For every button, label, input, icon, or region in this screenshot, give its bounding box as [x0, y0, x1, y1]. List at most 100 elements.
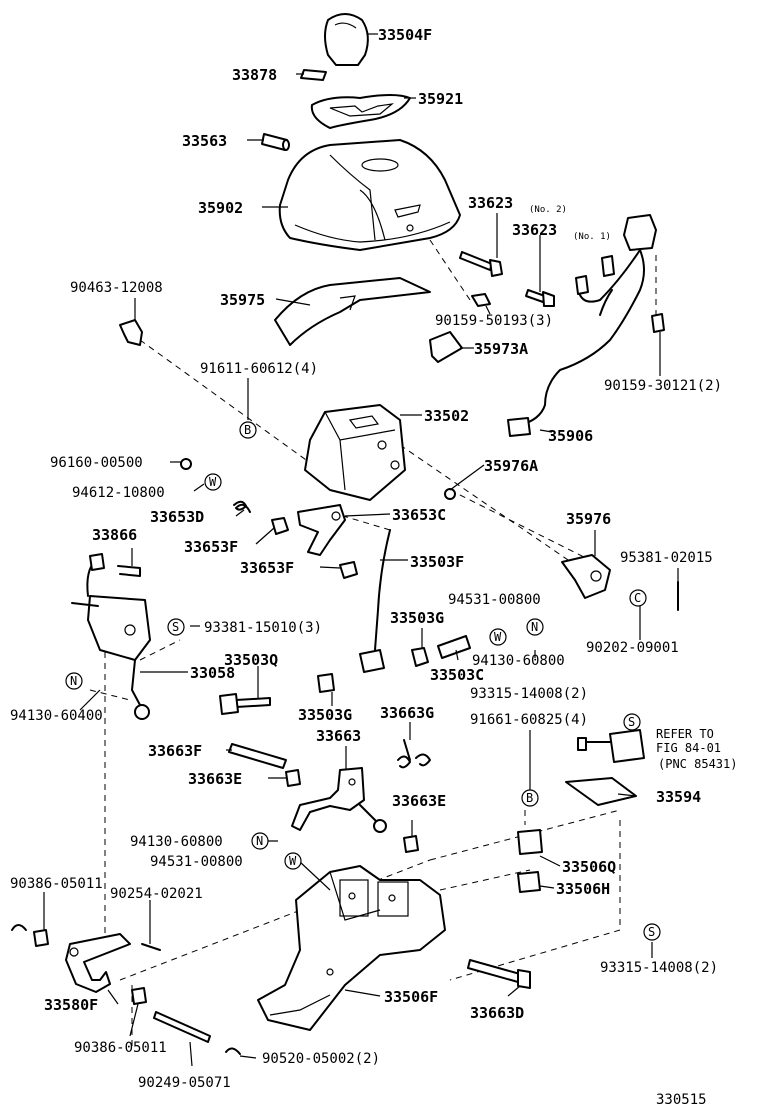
svg-text:W: W — [289, 854, 297, 868]
label-90202: 90202-09001 — [586, 640, 679, 656]
label-90249: 90249-05071 — [138, 1075, 231, 1091]
label-35902: 35902 — [198, 199, 243, 217]
label-35975: 35975 — [220, 291, 265, 309]
refer-line-3: (PNC 85431) — [658, 757, 737, 771]
marker-b-91611: B — [239, 421, 257, 439]
label-33506F: 33506F — [384, 988, 438, 1006]
label-93381: 93381-15010(3) — [204, 620, 322, 636]
label-33663E-b: 33663E — [392, 792, 446, 810]
label-33503G-a: 33503G — [390, 609, 444, 627]
svg-text:N: N — [256, 834, 263, 848]
svg-text:B: B — [526, 791, 533, 805]
marker-n-94130: N — [526, 618, 544, 636]
marker-n-94130-mid: N — [251, 832, 269, 850]
bushing-parts-90386 — [33, 929, 147, 1005]
label-33563: 33563 — [182, 132, 227, 150]
label-96160: 96160-00500 — [50, 455, 143, 471]
shift-knob-part — [324, 13, 369, 66]
label-33653F-a: 33653F — [184, 538, 238, 556]
label-35976A: 35976A — [484, 457, 538, 475]
circle-markers: B W S W N C N S B N W S — [65, 421, 661, 941]
part-number-labels: 33504F 33878 35921 33563 35902 33623 (No… — [10, 26, 737, 1108]
spring-parts-33663G — [397, 739, 431, 769]
label-33663E-a: 33663E — [188, 770, 242, 788]
label-94612: 94612-10800 — [72, 485, 165, 501]
pins-and-clips — [11, 924, 241, 1055]
label-33502: 33502 — [424, 407, 469, 425]
svg-text:N: N — [531, 620, 538, 634]
marker-w-94612: W — [204, 473, 222, 491]
label-33058: 33058 — [190, 664, 235, 682]
label-33866: 33866 — [92, 526, 137, 544]
svg-text:S: S — [628, 715, 635, 729]
label-33504F: 33504F — [378, 26, 432, 44]
label-90386-b: 90386-05011 — [74, 1040, 167, 1056]
diagram-id: 330515 — [656, 1092, 707, 1108]
label-33663D: 33663D — [470, 1004, 524, 1022]
label-90159-50193: 90159-50193(3) — [435, 313, 553, 329]
label-33663: 33663 — [316, 727, 361, 745]
label-33594: 33594 — [656, 788, 701, 806]
label-33878: 33878 — [232, 66, 277, 84]
plate-part-33594 — [565, 777, 637, 806]
pin-part-33663F — [228, 743, 287, 769]
screw-part-90159-50193 — [471, 293, 491, 307]
label-95381: 95381-02015 — [620, 550, 713, 566]
label-90463: 90463-12008 — [70, 280, 163, 296]
shift-rod-part — [359, 529, 391, 673]
spring-part-33653D — [233, 500, 251, 513]
label-94130-a: 94130-60800 — [472, 653, 565, 669]
bolt-part-33663D — [467, 959, 531, 989]
label-33663G: 33663G — [380, 704, 434, 722]
label-no1-note: (No. 1) — [573, 232, 611, 242]
svg-text:S: S — [172, 620, 179, 634]
label-94531-b: 94531-00800 — [150, 854, 243, 870]
small-washers — [180, 458, 456, 500]
label-33503Q: 33503Q — [224, 651, 278, 669]
marker-s-93315-bottom: S — [643, 923, 661, 941]
lever-part-33580F — [65, 933, 131, 993]
label-94130-c: 94130-60800 — [130, 834, 223, 850]
clip-part-90463 — [119, 319, 143, 346]
refer-line-1: REFER TO — [656, 727, 714, 741]
label-33503G-b: 33503G — [298, 706, 352, 724]
label-33506Q: 33506Q — [562, 858, 616, 876]
label-33653C: 33653C — [392, 506, 446, 524]
marker-w-94531-mid: W — [284, 852, 302, 870]
marker-s-93381: S — [167, 618, 185, 636]
label-91661: 91661-60825(4) — [470, 712, 588, 728]
housing-cover-part — [278, 139, 461, 251]
label-no2-note: (No. 2) — [529, 205, 567, 215]
label-33623-no1: 33623 — [512, 221, 557, 239]
refer-line-2: FIG 84-01 — [656, 741, 721, 755]
bracket-part-35973A — [429, 331, 463, 363]
bolt-part-33623-no1 — [525, 289, 555, 307]
label-33506H: 33506H — [556, 880, 610, 898]
marker-n-94130-left: N — [65, 672, 83, 690]
sleeve-part-33503C — [437, 635, 471, 659]
label-33663F: 33663F — [148, 742, 202, 760]
label-33623-no2: 33623 — [468, 194, 513, 212]
svg-text:W: W — [494, 630, 502, 644]
marker-s-93315-top: S — [623, 713, 641, 731]
lever-part-33653C — [297, 504, 346, 556]
label-93315-a: 93315-14008(2) — [470, 686, 588, 702]
frame-part-33506F — [257, 865, 446, 1031]
label-94531-a: 94531-00800 — [448, 592, 541, 608]
pin-part-33563 — [261, 133, 290, 151]
label-33653F-b: 33653F — [240, 559, 294, 577]
small-plate-part — [300, 69, 327, 81]
bushing-parts-33503G — [317, 647, 429, 693]
label-90254: 90254-02021 — [110, 886, 203, 902]
bolt-part-33623-no2 — [459, 251, 503, 277]
reference-solenoid — [577, 729, 645, 763]
lever-housing-part — [304, 404, 406, 501]
wire-harness-part — [507, 214, 657, 437]
label-35976: 35976 — [566, 510, 611, 528]
mount-parts-33506 — [517, 829, 543, 893]
label-91611: 91611-60612(4) — [200, 361, 318, 377]
label-35921: 35921 — [418, 90, 463, 108]
label-90386-a: 90386-05011 — [10, 876, 103, 892]
